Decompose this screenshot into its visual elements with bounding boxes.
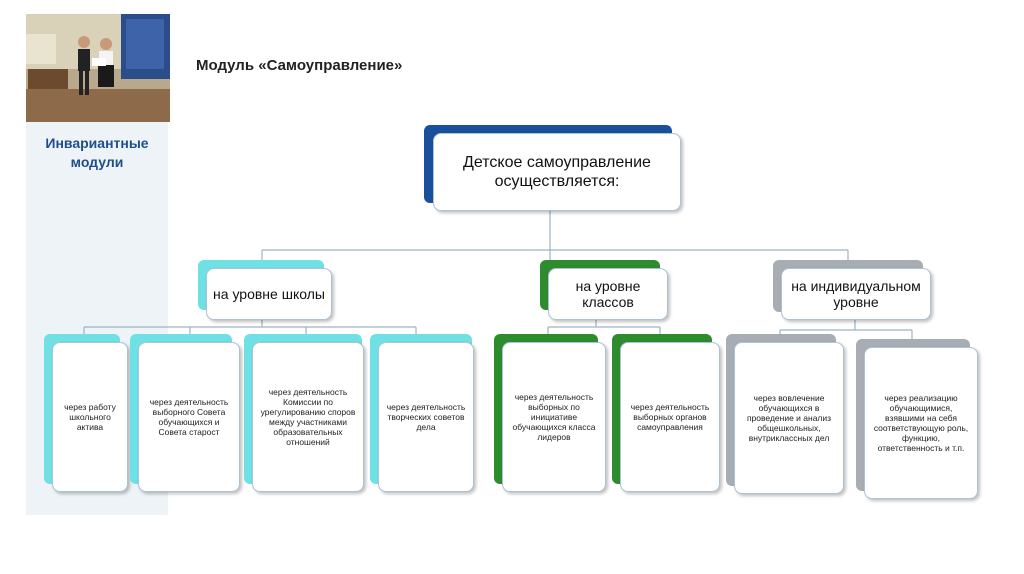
root-label: Детское самоуправление осуществляется: — [463, 154, 651, 190]
individual-leaf-2-text: через реализацию обучающимися, взявшими … — [873, 393, 969, 453]
school-leaf-3: через деятельность Комиссии по урегулиро… — [252, 342, 364, 492]
individual-leaf-1: через вовлечение обучающихся в проведени… — [734, 342, 844, 494]
class-level-box: на уровне классов — [548, 268, 668, 320]
school-level-label: на уровне школы — [213, 286, 325, 302]
class-level-label: на уровне классов — [575, 278, 641, 310]
school-leaf-4-text: через деятельность творческих советов де… — [386, 402, 466, 432]
class-leaf-1-text: через деятельность выборных по инициатив… — [512, 392, 596, 442]
school-leaf-4: через деятельность творческих советов де… — [378, 342, 474, 492]
individual-level-label: на индивидуальном уровне — [791, 278, 921, 310]
sidebar-title: Инвариантные модули — [45, 135, 149, 170]
school-leaf-1-text: через работу школьного актива — [64, 402, 116, 432]
class-leaf-2: через деятельность выборных органов само… — [620, 342, 720, 492]
school-leaf-2: через деятельность выборного Совета обуч… — [138, 342, 240, 492]
school-leaf-2-text: через деятельность выборного Совета обуч… — [149, 397, 229, 437]
school-leaf-3-text: через деятельность Комиссии по урегулиро… — [260, 387, 356, 447]
class-leaf-1: через деятельность выборных по инициатив… — [502, 342, 606, 492]
module-title: Модуль «Самоуправление» — [196, 57, 403, 74]
root-box: Детское самоуправление осуществляется: — [433, 133, 681, 211]
class-leaf-2-text: через деятельность выборных органов само… — [630, 402, 710, 432]
classroom-photo — [26, 14, 170, 122]
individual-leaf-1-text: через вовлечение обучающихся в проведени… — [746, 393, 832, 443]
school-leaf-1: через работу школьного актива — [52, 342, 128, 492]
individual-level-box: на индивидуальном уровне — [781, 268, 931, 320]
school-level-box: на уровне школы — [206, 268, 332, 320]
individual-leaf-2: через реализацию обучающимися, взявшими … — [864, 347, 978, 499]
